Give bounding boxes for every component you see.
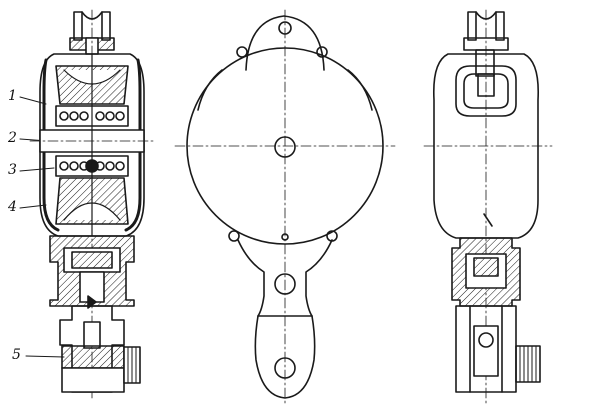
shackle-loop <box>455 65 517 117</box>
side-housing <box>432 53 540 239</box>
side-clevis <box>455 305 517 393</box>
top-ear <box>245 15 325 71</box>
callout-2: 2 <box>8 130 17 146</box>
lower-neck <box>237 239 333 317</box>
front-view <box>174 9 396 405</box>
side-top-yoke <box>467 11 505 41</box>
callout-3: 3 <box>8 162 17 178</box>
callout-5: 5 <box>12 347 21 363</box>
callout-4: 4 <box>8 199 17 215</box>
section-view <box>19 9 155 401</box>
side-knurled-nut <box>515 345 541 383</box>
pin-nut <box>123 346 141 384</box>
hook-body <box>254 315 316 399</box>
side-view <box>423 9 553 405</box>
callout-leaders <box>19 96 65 358</box>
callout-1: 1 <box>8 88 17 104</box>
